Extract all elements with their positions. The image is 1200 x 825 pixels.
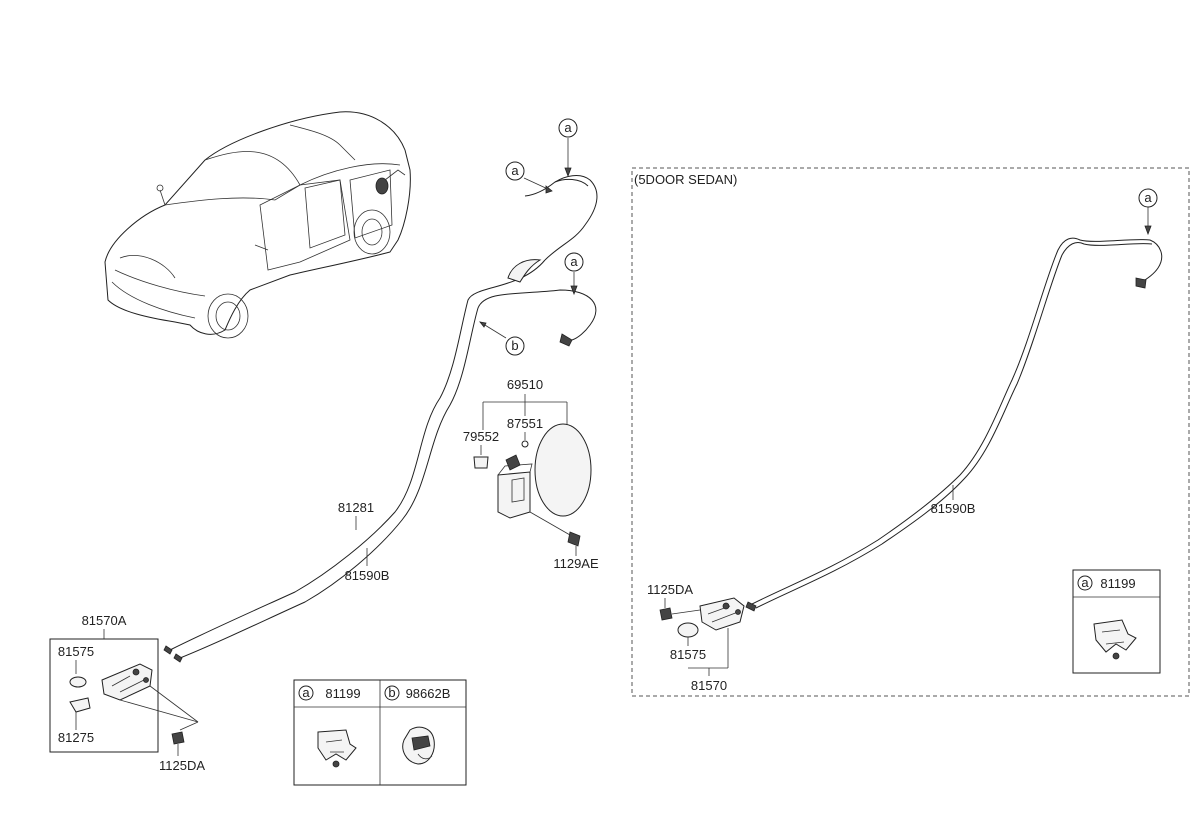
label-69510: 69510	[507, 377, 543, 392]
label-81275: 81275	[58, 730, 94, 745]
legend-table-right: a 81199	[1072, 569, 1161, 674]
fuel-door-housing	[497, 471, 531, 519]
label-87551: 87551	[507, 416, 543, 431]
legend-part-81199: 81199	[325, 686, 360, 701]
legend-letter-a: a	[302, 685, 310, 700]
callout-a-top: a	[558, 118, 578, 138]
clip-81199-icon	[1093, 619, 1137, 653]
sedan-variant-panel: (5DOOR SEDAN) a 81590B 1125DA 81575 8157…	[631, 167, 1190, 697]
variant-title: (5DOOR SEDAN)	[634, 172, 737, 187]
legend-part-98662b: 98662B	[406, 686, 451, 701]
label-81575-left: 81575	[58, 644, 94, 659]
screw-1129ae	[567, 531, 581, 547]
label-1125da-left: 1125DA	[159, 758, 205, 773]
callout-letter: a	[1144, 190, 1152, 205]
screw-1125da-left	[171, 731, 185, 745]
callout-letter: a	[511, 163, 519, 178]
legend-table-left: a 81199 b 98662B	[293, 679, 467, 786]
legend-letter-b: b	[388, 685, 395, 700]
callout-a-mid: a	[564, 252, 584, 272]
label-81590b-left: 81590B	[345, 568, 390, 583]
fuel-door-group: 69510 87551 79552 1129AE	[463, 377, 599, 571]
clip-81199-icon	[317, 729, 357, 761]
left-cable-assembly	[163, 138, 598, 663]
legend-part-81199: 81199	[1100, 576, 1135, 591]
bumper-81575-right	[677, 622, 699, 638]
callout-b: b	[505, 336, 525, 356]
left-latch-group: 81570A 81575 81275 1125DA	[49, 613, 205, 773]
fuel-filler-door	[534, 423, 592, 517]
label-81570a: 81570A	[82, 613, 127, 628]
car-illustration	[104, 111, 411, 339]
callout-letter: a	[564, 120, 572, 135]
callout-a-left: a	[505, 161, 525, 181]
callout-letter: a	[570, 254, 578, 269]
bumper-79552	[473, 456, 489, 469]
label-81570: 81570	[691, 678, 727, 693]
label-1125da-right: 1125DA	[647, 582, 693, 597]
latch-81575-right	[699, 597, 745, 631]
label-81590b-right: 81590B	[931, 501, 976, 516]
label-1129ae: 1129AE	[553, 556, 599, 571]
callout-letter: b	[511, 338, 518, 353]
legend-letter-a: a	[1081, 575, 1089, 590]
label-81575-right: 81575	[670, 647, 706, 662]
label-79552: 79552	[463, 429, 499, 444]
label-81281: 81281	[338, 500, 374, 515]
screw-1125da-right	[659, 607, 673, 621]
